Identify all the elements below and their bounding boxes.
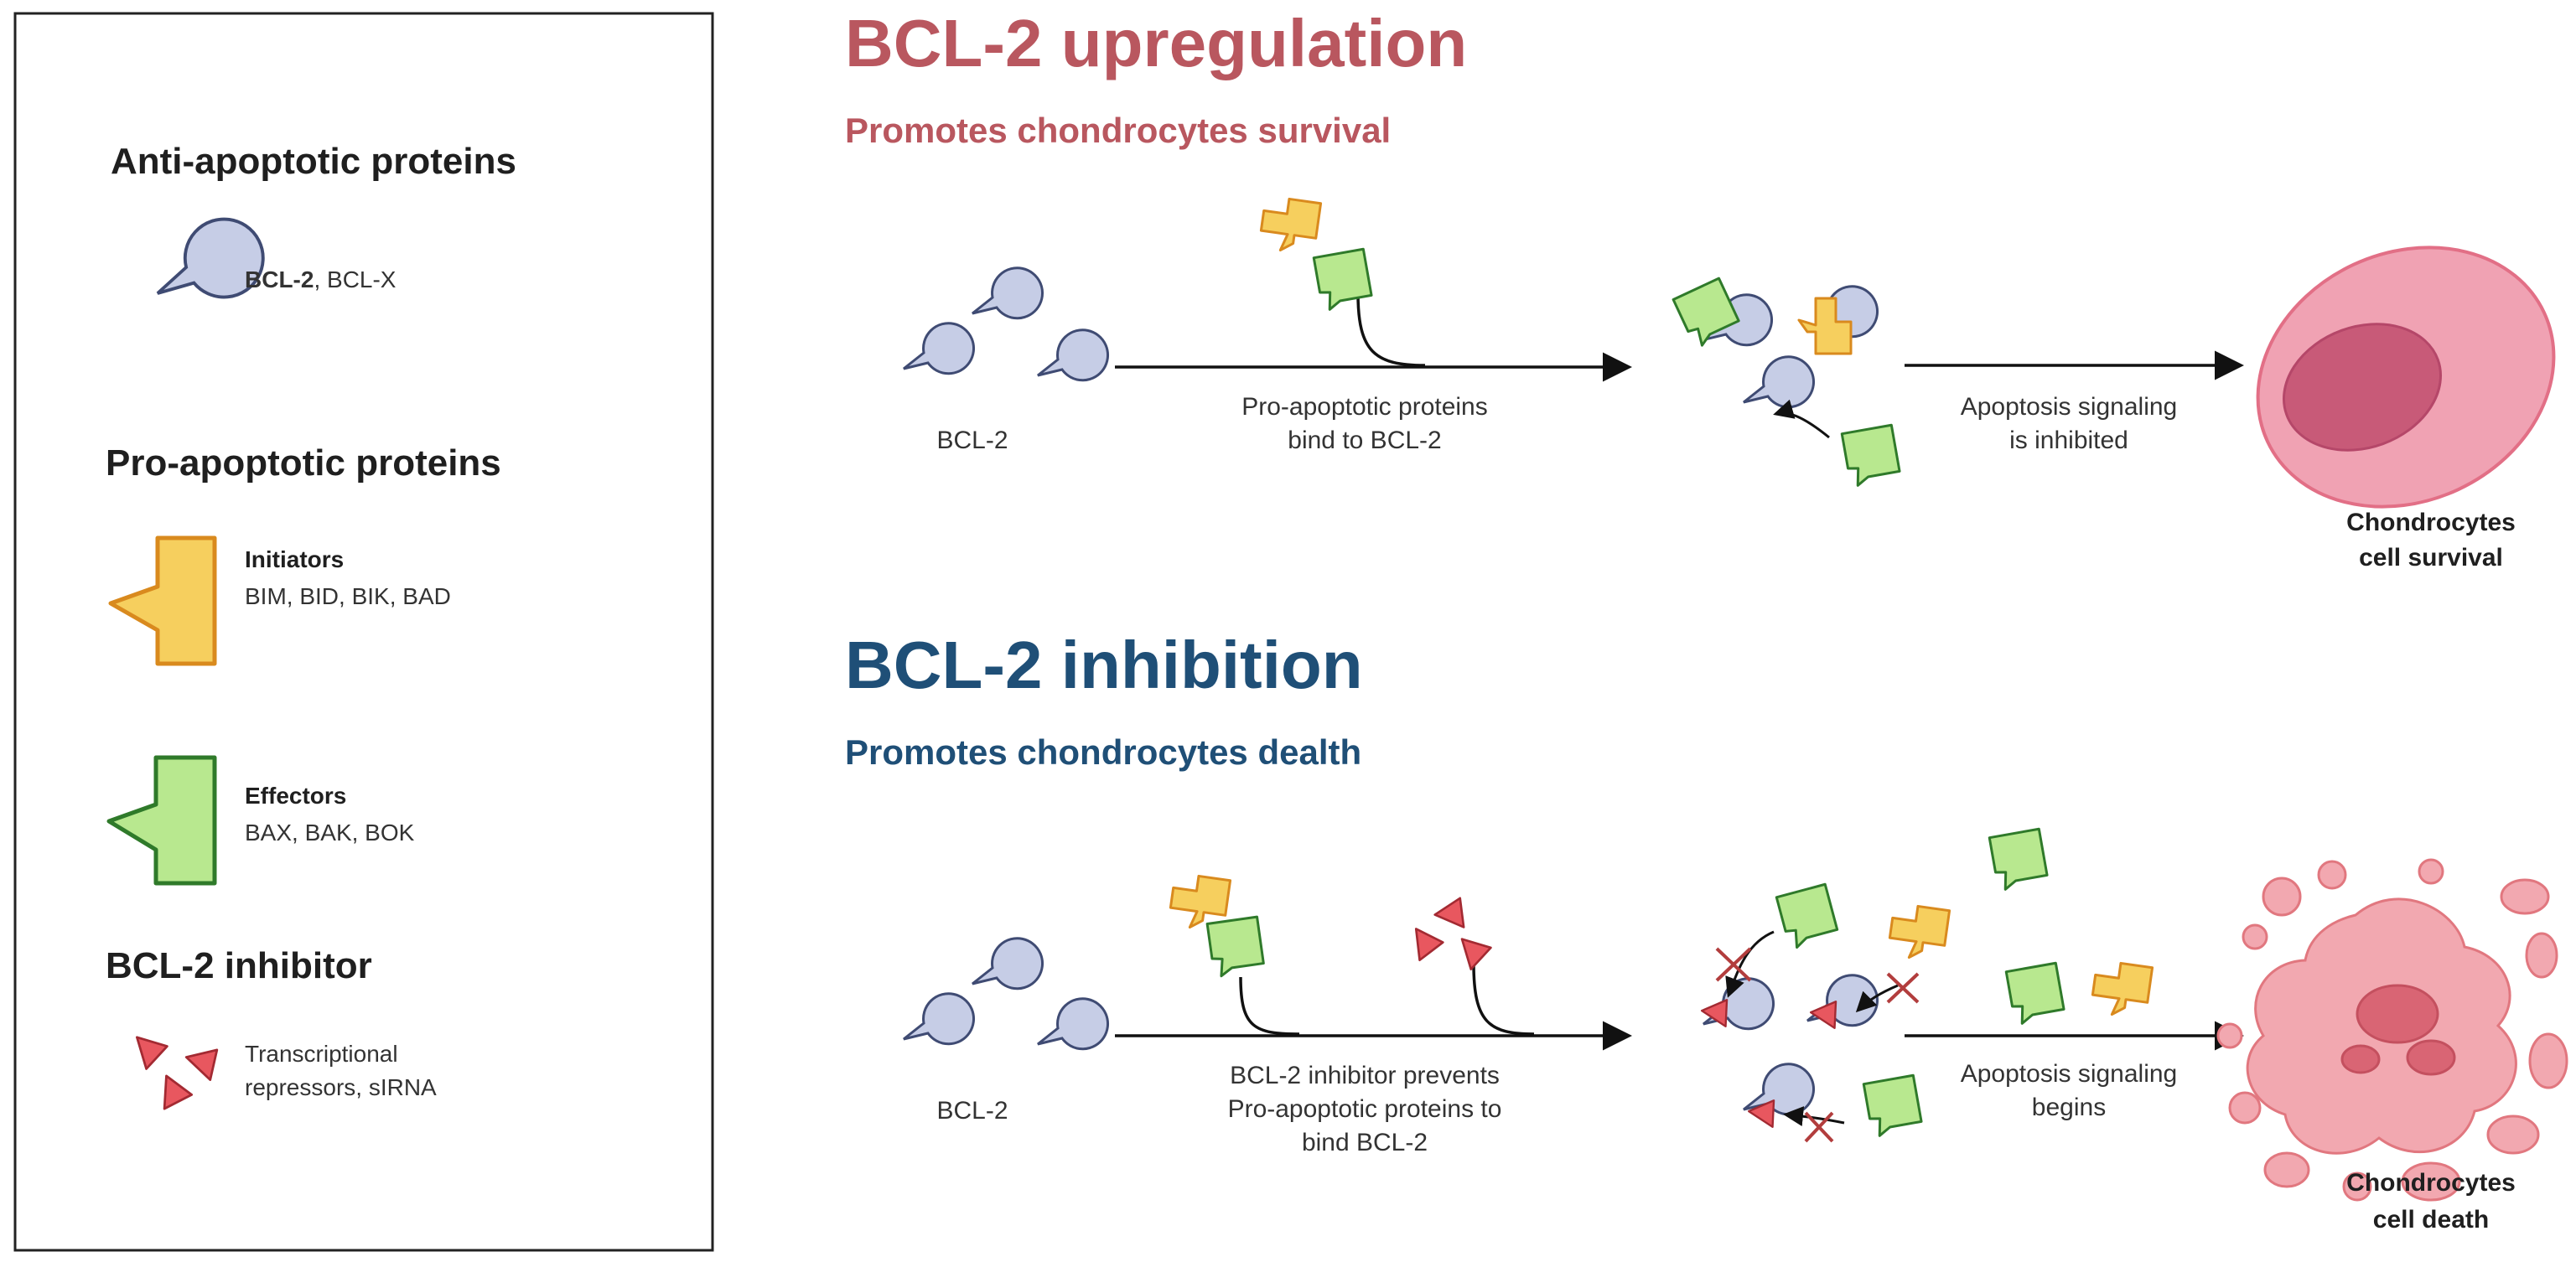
legend-initiator-icon: [108, 535, 217, 666]
legend-inhibitor-icon: [130, 1036, 227, 1119]
legend-anti-names: BCL-2, BCL-X: [245, 263, 396, 297]
legend-effectors-list: BAX, BAK, BOK: [245, 820, 415, 846]
legend-bcl2-icon: [156, 217, 265, 299]
inhibition-subtitle: Promotes chondrocytes dealth: [845, 732, 1362, 772]
inhib-step1-line1: BCL-2 inhibitor prevents: [1230, 1062, 1500, 1089]
legend-effectors-label: Effectors: [245, 783, 347, 809]
inhibition-title: BCL-2 inhibition: [845, 628, 1363, 702]
upreg-bound-complexes: [1672, 277, 1902, 489]
inhib-step2-line1: Apoptosis signaling: [1960, 1060, 2178, 1088]
legend-inhibitor-line2: repressors, sIRNA: [245, 1074, 437, 1100]
upreg-step2-line1: Apoptosis signaling: [1960, 393, 2178, 421]
upreg-bcl2-cluster: [902, 266, 1110, 382]
upreg-step2-line2: is inhibited: [2009, 427, 2128, 454]
legend-pro-title: Pro-apoptotic proteins: [106, 442, 501, 484]
upreg-initiator-icon: [1257, 194, 1323, 256]
legend-anti-title: Anti-apoptotic proteins: [111, 141, 516, 182]
legend-anti-names-rest: , BCL-X: [314, 266, 397, 292]
inhib-step1-line2: Pro-apoptotic proteins to: [1227, 1095, 1502, 1123]
survival-cell: [2256, 246, 2556, 509]
inhib-outcome-line1: Chondrocytes: [2346, 1169, 2516, 1197]
inhib-step2-line2: begins: [2031, 1094, 2107, 1121]
inhib-bcl2-cluster: [902, 937, 1110, 1051]
legend-initiators-list: BIM, BID, BIK, BAD: [245, 583, 451, 609]
upreg-outcome-line1: Chondrocytes: [2346, 509, 2516, 536]
inhib-blocked-complexes: [1700, 827, 2154, 1143]
inhib-bcl2-label: BCL-2: [936, 1097, 1008, 1125]
upreg-step1-line2: bind to BCL-2: [1288, 427, 1442, 454]
legend-inhibitor-title: BCL-2 inhibitor: [106, 945, 372, 986]
upregulation-subtitle: Promotes chondrocytes survival: [845, 111, 1392, 150]
inhib-step1-line3: bind BCL-2: [1301, 1129, 1428, 1156]
upreg-connector: [1356, 292, 1426, 367]
legend-inhibitor-line1: Transcriptional: [245, 1041, 398, 1067]
upreg-bcl2-label: BCL-2: [936, 427, 1008, 454]
legend-initiators-label: Initiators: [245, 546, 345, 572]
upreg-step1-line1: Pro-apoptotic proteins: [1241, 393, 1488, 421]
legend-effector-icon: [106, 755, 217, 886]
upreg-outcome-line2: cell survival: [2359, 544, 2503, 572]
legend-anti-names-bold: BCL-2: [245, 266, 314, 292]
legend-box: [13, 12, 714, 1252]
upreg-effector-icon: [1312, 247, 1374, 313]
inhib-effector-icon: [1205, 915, 1266, 979]
inhib-connector-1: [1239, 976, 1300, 1036]
upregulation-title: BCL-2 upregulation: [845, 6, 1468, 80]
inhib-inhibitor-icon: [1405, 894, 1493, 974]
inhib-connector-2: [1472, 963, 1535, 1036]
death-cell: [2216, 858, 2568, 1202]
inhib-outcome-line2: cell death: [2372, 1206, 2490, 1234]
